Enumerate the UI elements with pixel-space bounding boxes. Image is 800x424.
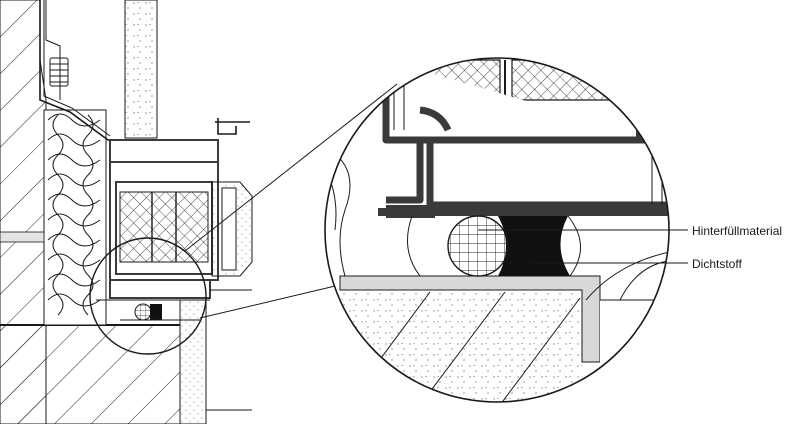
masonry-wall [0, 0, 47, 424]
section-overview [0, 0, 253, 424]
right-reveal-zoom [600, 276, 669, 402]
callout-backer-rod: Hinterfüllmaterial [692, 224, 783, 238]
render-strip [0, 231, 45, 243]
facade-panel [124, 0, 158, 139]
glazing-insulation [119, 191, 209, 263]
callout-leaders [478, 229, 688, 264]
sealant-small [150, 304, 162, 320]
lower-masonry [0, 324, 181, 424]
window-clip [215, 118, 250, 135]
insulation-layer [43, 109, 107, 326]
sill-profile [109, 279, 211, 299]
detail-zoom [324, 57, 670, 403]
sealant-zoom [498, 216, 570, 276]
backer-rod-small [134, 303, 152, 321]
lower-reveal [179, 299, 207, 424]
anchor-bolt [49, 57, 69, 87]
detail-connector-lines [184, 83, 398, 319]
detail-marker-circle [89, 237, 207, 355]
backer-rod-zoom [447, 215, 509, 277]
callout-sealant: Dichtstoff [692, 257, 742, 271]
